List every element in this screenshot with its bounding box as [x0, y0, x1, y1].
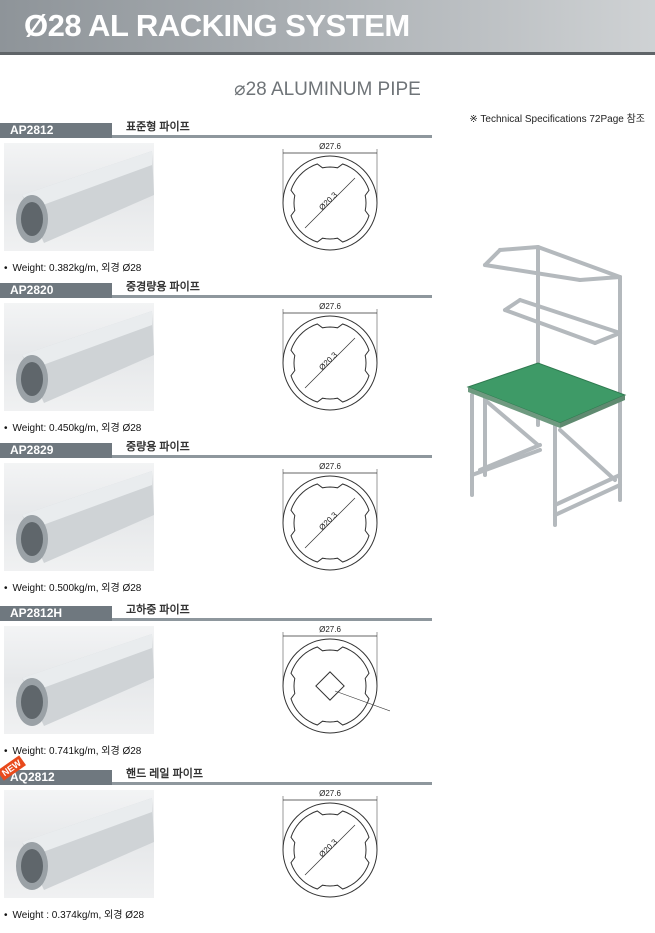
product-weight: Weight: 0.741kg/m, 외경 Ø28	[4, 742, 142, 757]
product-code-tab: AP2812H	[0, 606, 112, 621]
divider	[112, 295, 432, 298]
inner-diameter-label: Ø20.3	[317, 190, 339, 212]
pipe-render	[16, 634, 154, 726]
product-code-tab: AP2820	[0, 283, 112, 298]
outer-diameter-label: Ø27.6	[319, 625, 341, 634]
page-header	[0, 0, 655, 52]
pipe-photo	[4, 790, 154, 898]
product-section: AP2812H 고하중 파이프 Weight: 0.741kg/m, 외경 Ø2…	[0, 604, 440, 757]
product-weight: Weight : 0.374kg/m, 외경 Ø28	[4, 906, 145, 921]
divider	[112, 455, 432, 458]
product-name: 중경량용 파이프	[126, 281, 200, 293]
outer-diameter-label: Ø27.6	[319, 789, 341, 798]
product-section: AQ2812 핸드 레일 파이프 NEW Weight : 0.374kg/m,…	[0, 755, 440, 921]
cross-section-drawing: Ø27.6Ø6.8	[282, 625, 390, 734]
product-section: AP2820 중경량용 파이프 Weight: 0.450kg/m, 외경 Ø2…	[0, 281, 440, 434]
divider	[112, 782, 432, 785]
product-code-tab: AP2829	[0, 443, 112, 458]
product-weight: Weight: 0.450kg/m, 외경 Ø28	[4, 419, 142, 434]
product-code-tab: AP2812	[0, 123, 112, 138]
pipe-photo	[4, 303, 154, 411]
outer-diameter-label: Ø27.6	[319, 462, 341, 471]
header-underline	[0, 52, 655, 55]
inner-diameter-label: Ø20.3	[317, 510, 339, 532]
divider	[112, 618, 432, 621]
product-code-tab: AQ2812	[0, 770, 112, 785]
product-weight: Weight: 0.382kg/m, 외경 Ø28	[4, 259, 142, 274]
product-name: 핸드 레일 파이프	[126, 768, 203, 780]
inner-diameter-label: Ø20.3	[317, 837, 339, 859]
pipe-photo	[4, 463, 154, 571]
section-subtitle: ⌀28 ALUMINUM PIPE	[234, 79, 421, 100]
outer-diameter-label: Ø27.6	[319, 302, 341, 311]
outer-diameter-label: Ø27.6	[319, 142, 341, 151]
product-weight: Weight: 0.500kg/m, 외경 Ø28	[4, 579, 142, 594]
inner-diameter-label: Ø20.3	[317, 350, 339, 372]
workbench-illustration	[466, 245, 627, 527]
pipe-render	[16, 151, 154, 243]
pipe-photo	[4, 626, 154, 734]
product-name: 표준형 파이프	[126, 121, 190, 133]
divider	[112, 135, 432, 138]
pipe-render	[16, 311, 154, 403]
product-section: AP2812 표준형 파이프 Weight: 0.382kg/m, 외경 Ø28…	[0, 121, 440, 274]
reference-note: ※ Technical Specifications 72Page 참조	[469, 114, 645, 125]
pipe-photo	[4, 143, 154, 251]
product-name: 중량용 파이프	[126, 441, 190, 453]
pipe-render	[16, 798, 154, 890]
page-title: Ø28 AL RACKING SYSTEM	[24, 8, 410, 43]
product-name: 고하중 파이프	[126, 604, 190, 616]
pipe-render	[16, 471, 154, 563]
product-section: AP2829 중량용 파이프 Weight: 0.500kg/m, 외경 Ø28…	[0, 441, 440, 594]
